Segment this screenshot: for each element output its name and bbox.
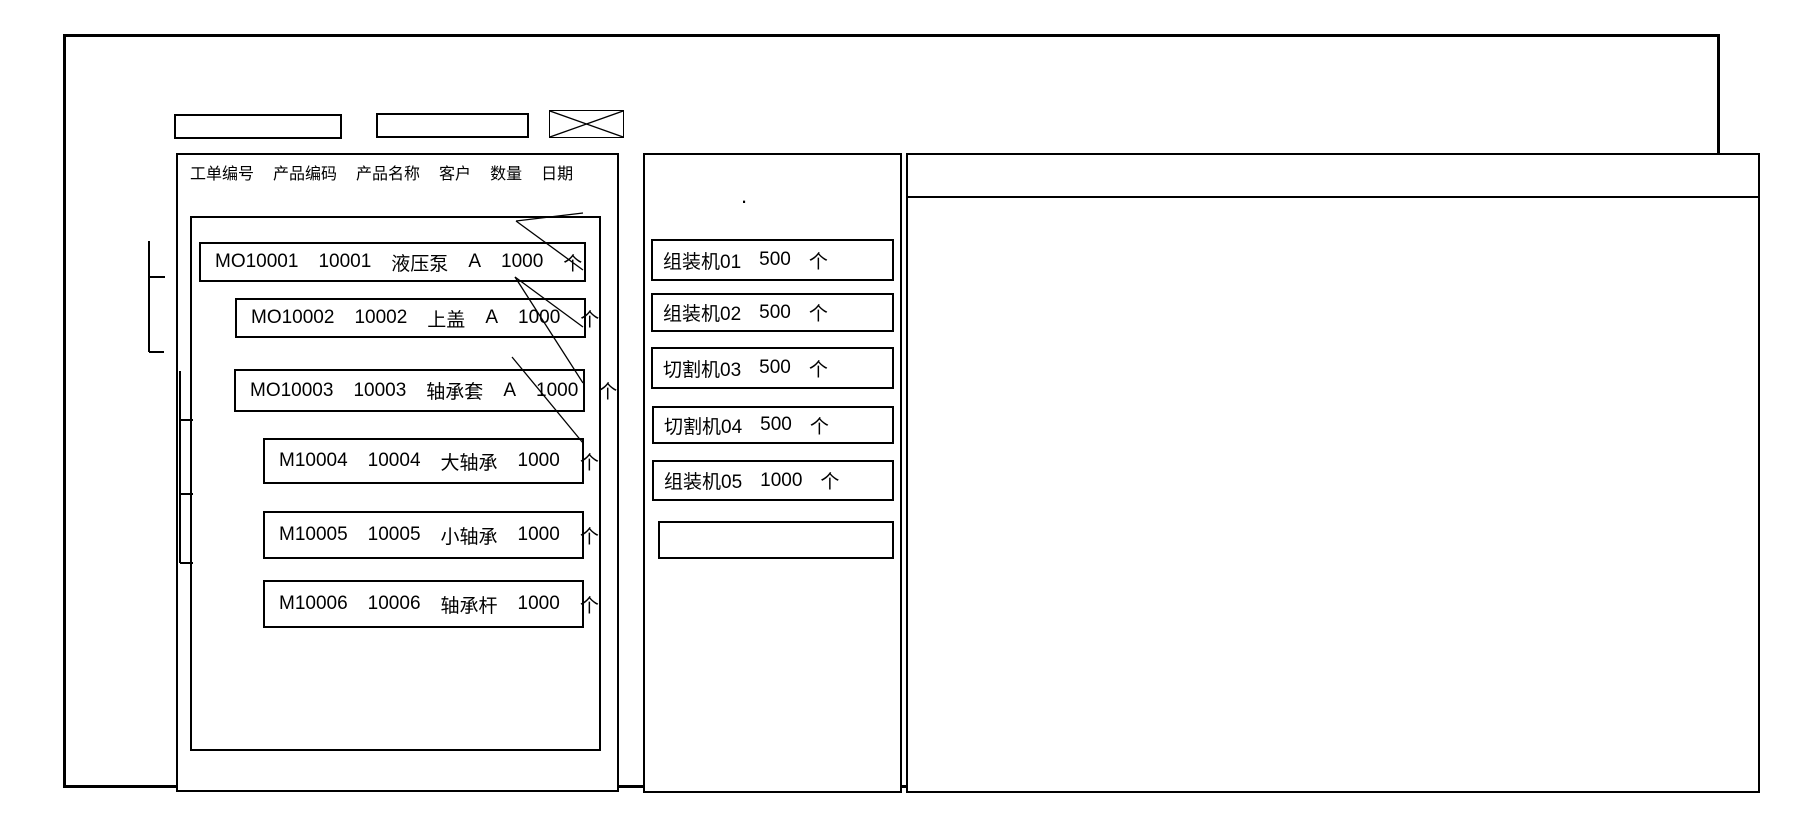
cell: M10005: [279, 524, 348, 545]
cell: 工单编号: [190, 166, 255, 183]
cell: 个: [808, 359, 828, 381]
cell: 个: [579, 452, 599, 474]
cell: 组装机05: [664, 472, 743, 493]
cell: 1000: [518, 307, 561, 328]
machine-box-qiegeji04[interactable]: 切割机04 500 个: [652, 406, 894, 444]
cell: 500: [759, 249, 791, 270]
cell: 500: [759, 301, 791, 323]
cell: A: [468, 251, 481, 272]
cell: 10002: [354, 307, 408, 328]
cell: 切割机03: [663, 359, 742, 381]
cell: 个: [579, 595, 599, 617]
stray-dot: .: [741, 183, 748, 208]
order-box-mo10002[interactable]: MO10002 10002 上盖 A 1000 个: [235, 298, 599, 338]
cell: 个: [808, 304, 828, 325]
cell: 产品名称: [356, 166, 421, 183]
cell: 日期: [541, 166, 574, 183]
cell: 客户: [439, 166, 472, 183]
cell: 个: [579, 526, 599, 548]
cell: MO10002: [251, 307, 335, 328]
toolbar-field-2[interactable]: [376, 113, 529, 138]
cell: 1000: [536, 379, 579, 401]
cell: 大轴承: [440, 452, 498, 474]
cell: 1000: [760, 469, 803, 491]
cell: 10004: [367, 450, 421, 471]
machine-box-zuzhuangji01[interactable]: 组装机01 500 个: [651, 239, 894, 281]
cell: 组装机01: [663, 251, 742, 273]
machine-box-qiegeji03[interactable]: 切割机03 500 个: [651, 347, 894, 389]
cell: 1000: [517, 450, 560, 471]
machines-panel: . 组装机01 500 个 组装机02 500 个 切割机03 500 个 切割机04 500…: [643, 153, 902, 793]
toolbar-field-1[interactable]: [174, 114, 342, 139]
orders-tree-container: MO10001 10001 液压泵 A 1000 个 MO10002 10002 上盖 A 100…: [190, 216, 617, 751]
cell: M10006: [279, 593, 348, 614]
cell: 个: [820, 472, 840, 493]
cell: 个: [580, 309, 600, 331]
order-box-m10005[interactable]: M10005 10005 小轴承 1000 个: [263, 511, 599, 559]
machine-box-empty[interactable]: [658, 521, 894, 559]
schedule-area[interactable]: [906, 153, 1760, 793]
cell: 个: [598, 382, 618, 403]
cell: 个: [563, 253, 583, 275]
crossed-box-icon[interactable]: [549, 110, 624, 138]
cell: 小轴承: [440, 526, 498, 548]
order-box-mo10003[interactable]: MO10003 10003 轴承套 A 1000 个: [234, 369, 617, 412]
cell: 液压泵: [391, 253, 449, 275]
outer-frame: 工单编号 产品编码 产品名称 客户 数量 日期 MO10001 10001 液压泵 A 1000 个…: [63, 34, 1760, 793]
cell: M10004: [279, 450, 348, 471]
cell: 1000: [517, 524, 560, 545]
cell: 10006: [367, 593, 421, 614]
machine-box-zuzhuangji02[interactable]: 组装机02 500 个: [651, 293, 894, 332]
cell: 数量: [490, 166, 523, 183]
cell: 上盖: [427, 309, 466, 331]
order-box-m10004[interactable]: M10004 10004 大轴承 1000 个: [263, 438, 599, 484]
cell: 轴承套: [426, 382, 484, 403]
cell: MO10003: [250, 379, 334, 401]
cell: 1000: [517, 593, 560, 614]
cell: A: [485, 307, 498, 328]
cell: 组装机02: [663, 304, 742, 325]
order-box-m10006[interactable]: M10006 10006 轴承杆 1000 个: [263, 580, 599, 628]
cell: 轴承杆: [440, 595, 498, 617]
cell: MO10001: [215, 251, 299, 272]
cell: 10005: [367, 524, 421, 545]
x-cross-icon: [550, 111, 623, 137]
cell: 切割机04: [664, 416, 743, 438]
schedule-header-divider: [908, 196, 1758, 198]
cell: 1000: [501, 251, 544, 272]
order-box-mo10001[interactable]: MO10001 10001 液压泵 A 1000 个: [199, 242, 586, 282]
cell: 500: [759, 357, 791, 378]
cell: 产品编码: [273, 166, 338, 183]
cell: 个: [809, 416, 829, 438]
machine-box-zuzhuangji05[interactable]: 组装机05 1000 个: [652, 460, 894, 501]
cell: 10003: [353, 379, 407, 401]
cell: A: [503, 379, 516, 401]
cell: 10001: [318, 251, 372, 272]
cell: 个: [808, 251, 828, 273]
orders-panel: 工单编号 产品编码 产品名称 客户 数量 日期 MO10001 10001 液压泵 A 1000 个…: [176, 153, 619, 792]
orders-header-row: 工单编号 产品编码 产品名称 客户 数量 日期: [190, 164, 573, 186]
cell: 500: [760, 414, 792, 435]
